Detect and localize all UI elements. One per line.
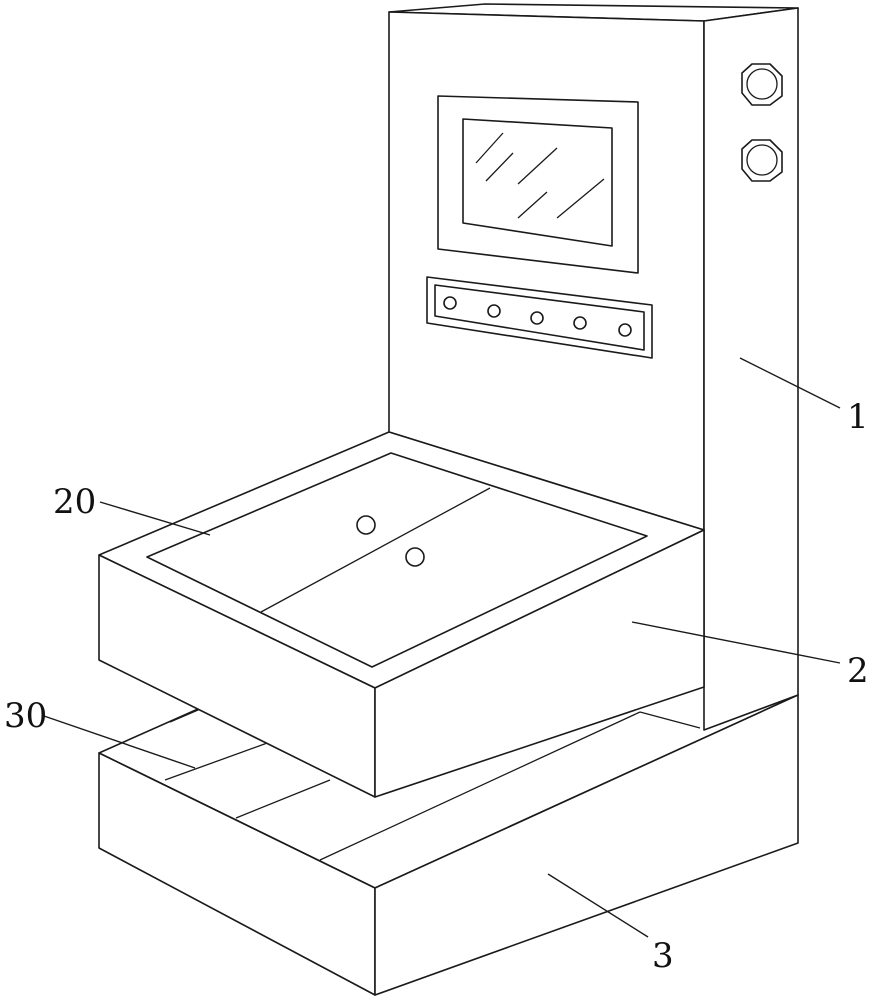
display-screen <box>462 118 613 247</box>
tray-block <box>98 431 705 798</box>
leader-lines <box>43 357 841 938</box>
label-tray-top: 20 <box>53 482 96 522</box>
leader-base <box>547 873 649 938</box>
tray-side-face <box>374 529 705 798</box>
leader-tray-top <box>99 501 211 536</box>
tray-hole <box>405 547 425 567</box>
knob-icon <box>741 139 783 182</box>
label-tray: 2 <box>847 651 869 691</box>
leader-base-top <box>43 715 196 769</box>
indicator-light <box>530 311 544 325</box>
base-slot-line <box>319 711 641 861</box>
base-slot-line <box>639 711 701 729</box>
tray-inner-plate <box>146 452 648 668</box>
knob-icon <box>741 63 783 106</box>
indicator-light <box>487 304 501 318</box>
leader-cabinet <box>739 357 841 409</box>
cabinet-side-face <box>703 7 799 731</box>
screen-glare-lines <box>475 132 605 219</box>
base-slot-line <box>235 779 331 819</box>
base-side-face <box>374 694 799 996</box>
label-cabinet: 1 <box>847 397 869 437</box>
indicator-light <box>618 323 632 337</box>
tray-hole <box>356 515 376 535</box>
leader-tray <box>631 621 841 664</box>
base-slot-line <box>164 741 271 781</box>
tray-plate-seam <box>260 487 491 613</box>
indicator-light <box>573 316 587 330</box>
label-base-top: 30 <box>4 696 47 736</box>
indicator-light <box>443 296 457 310</box>
label-base: 3 <box>652 936 674 976</box>
control-cabinet <box>388 3 799 731</box>
